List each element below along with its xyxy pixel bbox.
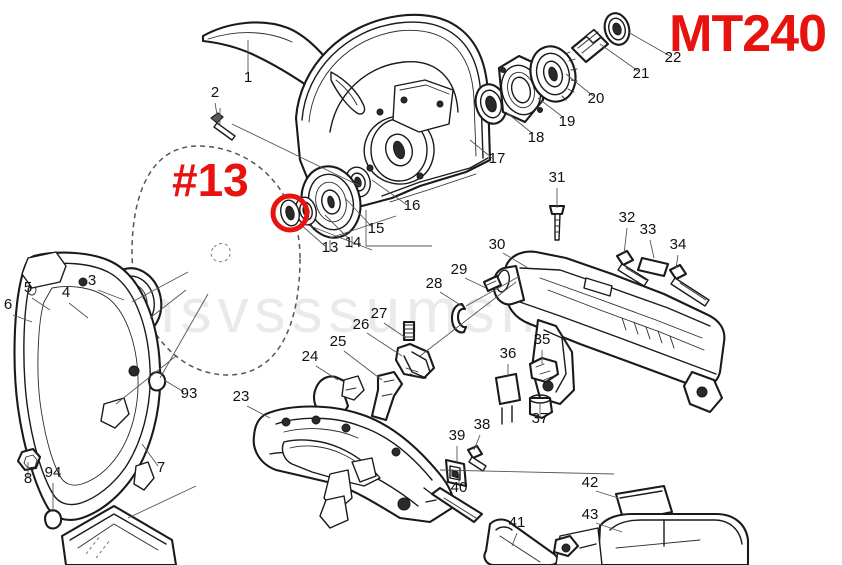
part-number-37: 37 xyxy=(532,410,549,427)
part-number-31: 31 xyxy=(549,169,566,186)
part-number-17: 17 xyxy=(489,150,506,167)
part-13-highlight-circle xyxy=(270,193,310,233)
part-number-32: 32 xyxy=(619,209,636,226)
part-number-3: 3 xyxy=(88,272,96,289)
part-number-40: 40 xyxy=(451,479,468,496)
part-number-41: 41 xyxy=(509,514,526,531)
bearing-stack xyxy=(474,12,631,125)
part-number-24: 24 xyxy=(302,348,319,365)
part-number-5: 5 xyxy=(24,279,32,296)
part-number-2: 2 xyxy=(211,84,219,101)
site-watermark: nsvsssumsn xyxy=(140,277,542,346)
handle-assembly xyxy=(252,320,455,529)
saw-blade-outline xyxy=(131,145,301,376)
part-number-1: 1 xyxy=(244,69,252,86)
part-number-93: 93 xyxy=(181,385,198,402)
part-number-27: 27 xyxy=(371,305,388,322)
part-number-28: 28 xyxy=(426,275,443,292)
motor-housing-assembly xyxy=(450,204,726,425)
motor-cover-assembly xyxy=(552,484,750,565)
part-17-blade-guard xyxy=(294,13,492,208)
part-number-16: 16 xyxy=(404,197,421,214)
part-number-4: 4 xyxy=(62,284,70,301)
part-number-94: 94 xyxy=(45,464,62,481)
part-number-14: 14 xyxy=(345,234,362,251)
part-number-38: 38 xyxy=(474,416,491,433)
part-number-25: 25 xyxy=(330,333,347,350)
part-number-19: 19 xyxy=(559,113,576,130)
part-number-22: 22 xyxy=(665,49,682,66)
model-code-label: MT240 xyxy=(669,5,827,63)
part-2-bolt xyxy=(210,112,236,141)
part-number-15: 15 xyxy=(368,220,385,237)
part-number-13: 13 xyxy=(322,239,339,256)
part-number-39: 39 xyxy=(449,427,466,444)
part-number-36: 36 xyxy=(500,345,517,362)
part-number-23: 23 xyxy=(233,388,250,405)
part-number-42: 42 xyxy=(582,474,599,491)
flange-stack xyxy=(280,165,371,239)
leader-lines xyxy=(12,31,679,547)
part-number-20: 20 xyxy=(588,90,605,107)
part-number-34: 34 xyxy=(670,236,687,253)
part-number-43: 43 xyxy=(582,506,599,523)
highlight-ring xyxy=(270,193,310,233)
part-number-35: 35 xyxy=(534,331,551,348)
part-number-21: 21 xyxy=(633,65,650,82)
part-number-30: 30 xyxy=(489,236,506,253)
part-number-33: 33 xyxy=(640,221,657,238)
left-guard-assembly xyxy=(13,251,178,565)
part-number-18: 18 xyxy=(528,129,545,146)
part-number-26: 26 xyxy=(353,316,370,333)
part-number-7: 7 xyxy=(157,459,165,476)
part-number-29: 29 xyxy=(451,261,468,278)
highlight-part-number: #13 xyxy=(172,154,249,206)
part-number-8: 8 xyxy=(24,470,32,487)
part-number-6: 6 xyxy=(4,296,12,313)
